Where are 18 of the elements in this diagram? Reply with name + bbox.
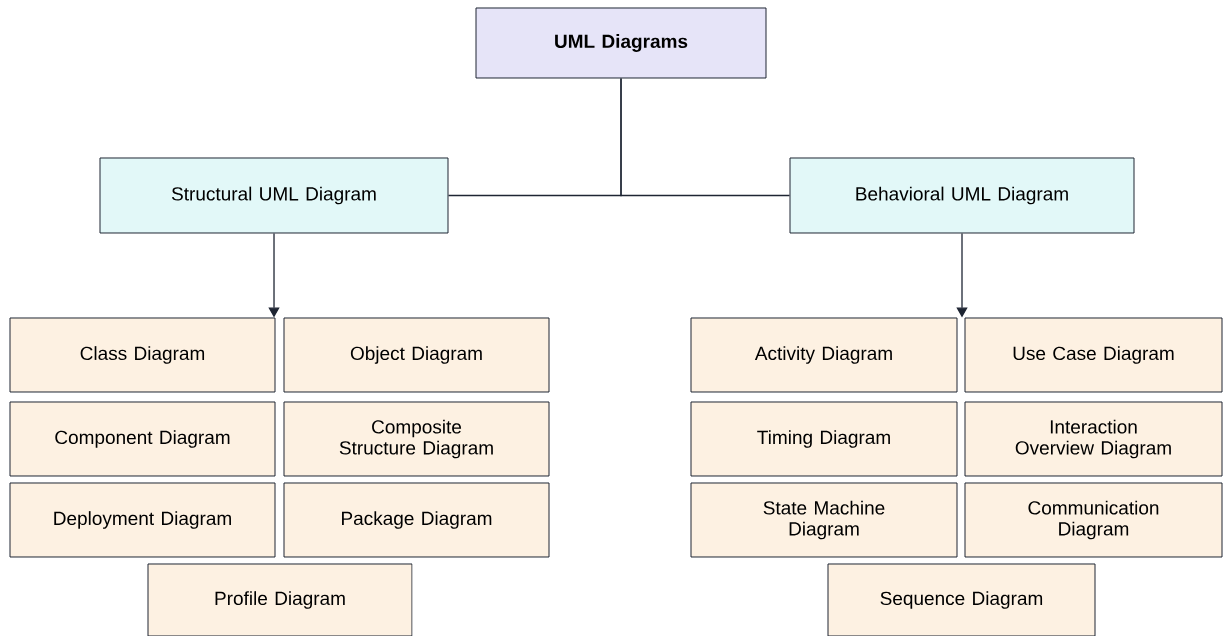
diagram-type-box: Activity Diagram — [690, 317, 958, 393]
diagram-type-box: Timing Diagram — [690, 401, 958, 477]
category-box: Structural UML Diagram — [99, 157, 449, 234]
diagram-type-box: Profile Diagram — [147, 563, 413, 636]
diagram-type-box: Package Diagram — [283, 482, 550, 558]
category-box: Behavioral UML Diagram — [789, 157, 1135, 234]
diagram-type-box: Object Diagram — [283, 317, 550, 393]
diagram-type-box: Sequence Diagram — [827, 563, 1096, 636]
diagram-type-box: State Machine Diagram — [690, 482, 958, 558]
diagram-type-box: Communication Diagram — [964, 482, 1223, 558]
title-box: UML Diagrams — [475, 7, 767, 79]
diagram-type-box: Use Case Diagram — [964, 317, 1223, 393]
diagram-type-box: Component Diagram — [9, 401, 276, 477]
diagram-type-box: Class Diagram — [9, 317, 276, 393]
diagram-type-box: Interaction Overview Diagram — [964, 401, 1223, 477]
diagram-type-box: Composite Structure Diagram — [283, 401, 550, 477]
diagram-type-box: Deployment Diagram — [9, 482, 276, 558]
connector-line — [620, 77, 791, 197]
